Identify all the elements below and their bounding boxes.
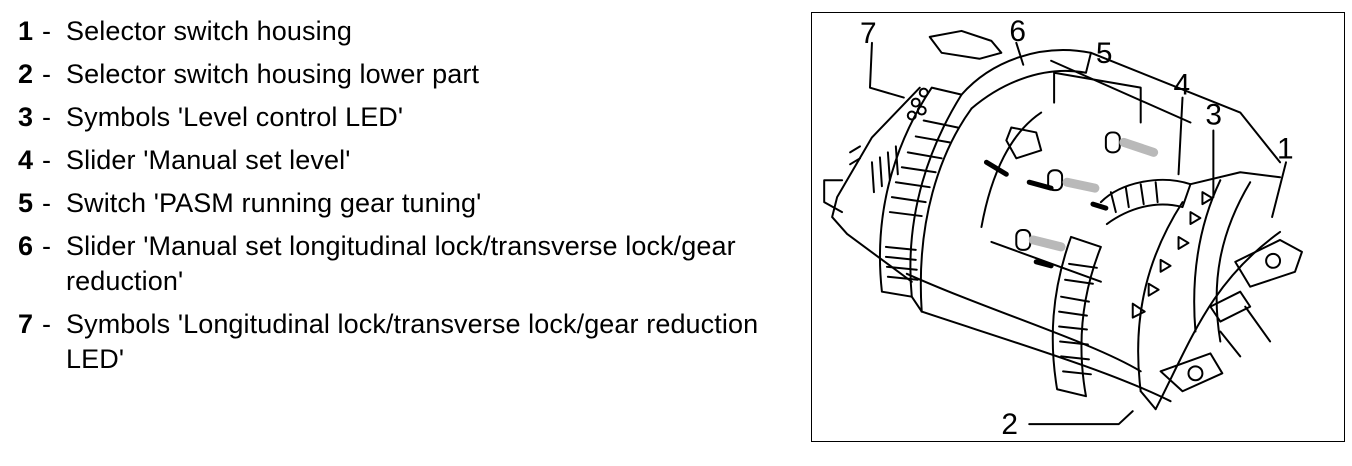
callout-5: 5 [1096,37,1113,70]
legend-separator: - [42,102,51,132]
legend-item-2: 2 - Selector switch housing lower part [18,57,808,92]
legend-list: 1 - Selector switch housing 2 - Selector… [18,14,808,385]
leader-4 [1177,96,1184,176]
indicator-strip-middle [1062,177,1100,193]
legend-item-5: 5 - Switch 'PASM running gear tuning' [18,186,808,221]
leader-1 [1271,161,1288,219]
legend-number: 3 [18,102,34,132]
leader-2 [1028,410,1134,426]
right-arc-panel [1137,171,1282,411]
legend-separator: - [42,309,51,339]
leader-7 [868,41,905,99]
legend-label: Selector switch housing lower part [66,59,480,89]
legend-number: 2 [18,59,34,89]
legend-item-4: 4 - Slider 'Manual set level' [18,143,808,178]
housing-body [905,51,1282,403]
legend-label: Slider 'Manual set level' [66,145,351,175]
right-mounting-clips [1159,238,1303,393]
legend-label: Symbols 'Level control LED' [66,102,404,132]
callout-4: 4 [1174,69,1191,102]
led-symbol-cluster [906,87,929,121]
legend-separator: - [42,16,51,46]
housing-left-end [823,29,1003,283]
legend-separator: - [42,188,51,218]
legend-label: Selector switch housing [66,16,352,46]
level-triangles [1131,191,1214,319]
legend-separator: - [42,59,51,89]
callout-3: 3 [1205,98,1222,131]
callout-7: 7 [860,17,877,50]
leader-5 [1053,71,1142,124]
left-ring [878,49,1092,313]
callout-leaders [868,41,1288,426]
indicator-strip-top [1119,137,1159,157]
legend-item-7: 7 - Symbols 'Longitudinal lock/transvers… [18,307,808,377]
legend-item-6: 6 - Slider 'Manual set longitudinal lock… [18,229,808,299]
leader-6 [1015,41,1025,66]
legend-item-3: 3 - Symbols 'Level control LED' [18,100,808,135]
legend-label: Slider 'Manual set longitudinal lock/tra… [66,231,736,296]
indicator-strips [1028,137,1159,252]
legend-number: 7 [18,309,34,339]
legend-number: 6 [18,231,34,261]
selector-switch-illustration: 7 6 5 4 3 1 2 [823,15,1303,441]
legend-label: Symbols 'Longitudinal lock/transverse lo… [66,309,759,374]
indicator-strip-bottom [1028,235,1066,252]
middle-ring [1051,178,1192,398]
legend-label: Switch 'PASM running gear tuning' [66,188,482,218]
callout-2: 2 [1001,408,1018,441]
callout-6: 6 [1009,15,1026,48]
legend-separator: - [42,145,51,175]
legend-separator: - [42,231,51,261]
callout-1: 1 [1277,132,1294,165]
diagram-frame: 7 6 5 4 3 1 2 [811,12,1345,442]
legend-number: 5 [18,188,34,218]
legend-item-1: 1 - Selector switch housing [18,14,808,49]
legend-number: 4 [18,145,34,175]
callout-labels: 7 6 5 4 3 1 2 [860,15,1294,441]
legend-number: 1 [18,16,34,46]
